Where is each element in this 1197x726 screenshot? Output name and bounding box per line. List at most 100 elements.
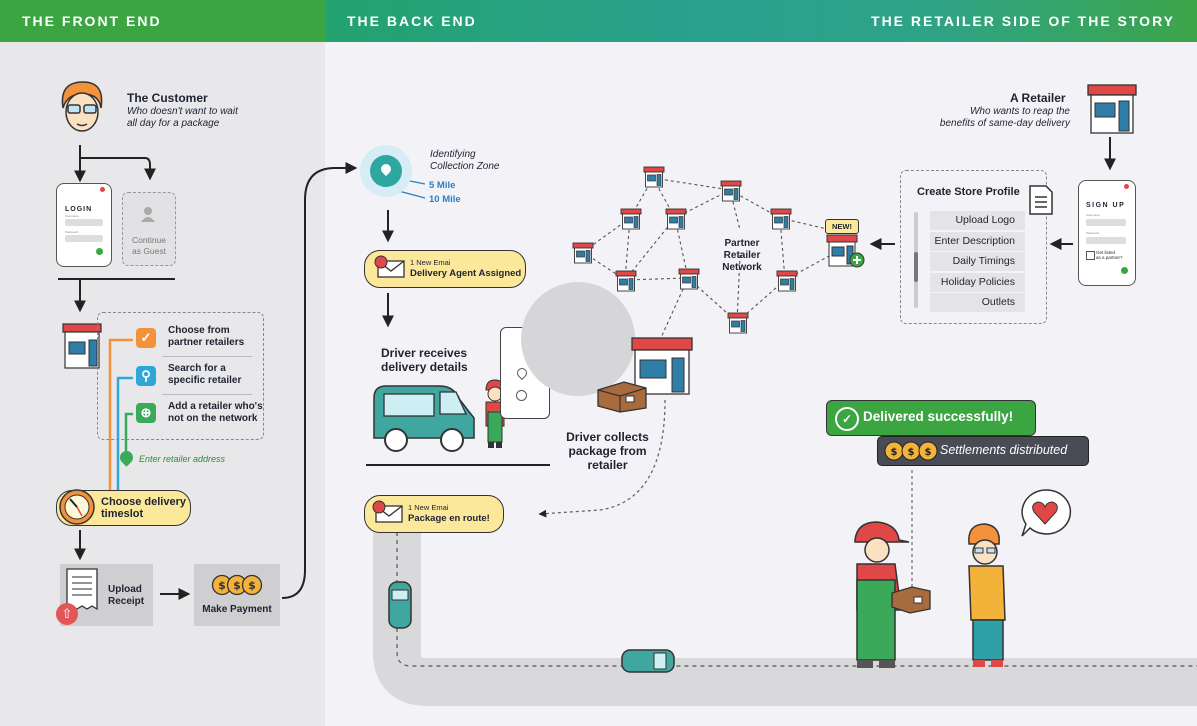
coins-icon: $ $ $ (884, 440, 938, 462)
new-retailer-store (826, 234, 865, 268)
back-end-panel (325, 42, 1197, 726)
login-title: LOGIN (65, 206, 93, 213)
login-password-label[interactable]: Password (65, 230, 79, 234)
retailer-store-icon (1086, 83, 1138, 135)
svg-text:$: $ (908, 447, 915, 458)
option-search[interactable]: Search for a specific retailer (168, 363, 241, 387)
delivered-badge: ✓ Delivered successfully! (826, 400, 1036, 436)
signup-username-field[interactable] (1086, 219, 1126, 226)
handover-package (890, 585, 932, 615)
partner-store-icon (665, 208, 687, 235)
header-back-end: THE BACK END THE RETAILER SIDE OF THE ST… (325, 0, 1197, 42)
zone-title-2: Collection Zone (430, 161, 500, 172)
signup-go-button[interactable] (1121, 267, 1128, 274)
customer-avatar (55, 78, 107, 138)
option-add-line1: Add a retailer who's (168, 401, 263, 412)
upload-receipt-line1: Upload (108, 584, 142, 595)
partner-store-icon (620, 208, 642, 235)
guest-label-1: Continue (131, 235, 167, 245)
customer-title: The Customer (127, 91, 208, 105)
profile-item-upload-logo[interactable]: Upload Logo (930, 211, 1025, 230)
retailer-store-large (630, 336, 694, 396)
customer-receiving-figure (945, 520, 1015, 670)
option-partner-line2: partner retailers (168, 337, 245, 348)
retailer-options-box (97, 312, 264, 440)
clock-icon (58, 488, 96, 526)
package-icon (594, 378, 650, 414)
customer-subtitle-2: all day for a package (127, 118, 220, 129)
signup-phone: SIGN UP Username Password Get listed as … (1078, 180, 1136, 286)
option-search-line1: Search for a (168, 363, 226, 374)
signup-get-listed-2: as a partner? (1096, 255, 1123, 260)
signup-username-label[interactable]: Username (1086, 213, 1100, 217)
timeslot-line1: Choose delivery (101, 496, 186, 508)
delivered-label: Delivered successfully! (863, 409, 1014, 424)
profile-item-outlets[interactable]: Outlets (930, 293, 1025, 312)
partner-checkbox[interactable] (1086, 251, 1095, 260)
search-icon[interactable]: ⚲ (136, 366, 156, 386)
map-pin-icon (370, 155, 402, 187)
zone-radius-10: 10 Mile (429, 194, 461, 205)
store-profile-title: Create Store Profile (917, 186, 1020, 198)
driver-collects-line3: retailer (587, 458, 628, 472)
location-pin-icon (514, 365, 530, 381)
driver-collects-line2: package from (568, 444, 647, 458)
login-password-field[interactable] (65, 235, 103, 242)
make-payment-label: Make Payment (202, 604, 272, 615)
email-route-big: Package en route! (408, 513, 490, 524)
profile-item-holiday[interactable]: Holiday Policies (930, 272, 1025, 292)
driver-handover-figure (845, 520, 915, 670)
retailer-subtitle-1: Who wants to reap the (969, 106, 1070, 117)
driver-collects-label: Driver collects package from retailer (560, 430, 655, 472)
partner-store-icon (727, 312, 749, 339)
profile-scrollbar[interactable] (914, 212, 918, 308)
profile-items: Upload Logo Enter Description Daily Timi… (930, 211, 1025, 314)
upload-receipt-line2: Receipt (108, 596, 145, 607)
driver-receives-line1: Driver receives (381, 346, 468, 360)
guest-option[interactable]: Continue as Guest (122, 192, 176, 266)
svg-text:$: $ (248, 579, 256, 592)
svg-text:$: $ (891, 447, 898, 458)
login-username-field[interactable] (65, 219, 103, 226)
zone-title: Identifying Collection Zone (430, 149, 499, 173)
login-go-button[interactable] (96, 248, 103, 255)
document-icon (1028, 184, 1054, 216)
profile-item-description[interactable]: Enter Description (930, 231, 1025, 251)
clock-small-icon (516, 390, 527, 401)
upload-icon[interactable]: ⇧ (56, 603, 78, 625)
road (373, 532, 1197, 706)
store-profile-box (900, 170, 1047, 324)
network-label: Partner Retailer Network (712, 238, 772, 274)
new-badge: NEW! (825, 219, 859, 234)
header-front-end-label: THE FRONT END (22, 13, 162, 29)
network-line3: Network (722, 262, 762, 273)
option-partner[interactable]: Choose from partner retailers (168, 325, 244, 349)
svg-text:$: $ (218, 579, 226, 592)
timeslot-line2: timeslot (101, 508, 144, 520)
svg-text:$: $ (233, 579, 241, 592)
customer-subtitle-1: Who doesn't want to wait (127, 106, 238, 117)
login-phone: LOGIN Username Password (56, 183, 112, 267)
upload-receipt-label: Upload Receipt (108, 584, 144, 608)
heart-speech-bubble (1018, 488, 1072, 538)
settlements-badge: $$$ Settlements distributed (877, 436, 1089, 466)
driver-receives-label: Driver receives delivery details (381, 346, 468, 374)
signup-password-label[interactable]: Password (1086, 231, 1100, 235)
partner-store-icon (770, 208, 792, 235)
email-icon (374, 255, 406, 279)
option-search-line2: specific retailer (168, 375, 242, 386)
network-line1: Partner (724, 238, 760, 249)
profile-item-timings[interactable]: Daily Timings (930, 252, 1025, 271)
signup-title: SIGN UP (1086, 202, 1126, 209)
signup-password-field[interactable] (1086, 237, 1126, 244)
delivery-van (370, 378, 480, 453)
profile-scroll-thumb[interactable] (914, 252, 918, 282)
status-dot (1124, 184, 1129, 189)
enter-address-label[interactable]: Enter retailer address (139, 454, 226, 464)
option-add[interactable]: Add a retailer who's not on the network (168, 401, 263, 425)
login-username-label[interactable]: Username (65, 214, 79, 218)
svg-text:$: $ (925, 447, 932, 458)
add-icon[interactable]: ⊕ (136, 403, 156, 423)
retailer-subtitle-2: benefits of same-day delivery (939, 118, 1070, 129)
check-badge-icon[interactable]: ✓ (136, 328, 156, 348)
